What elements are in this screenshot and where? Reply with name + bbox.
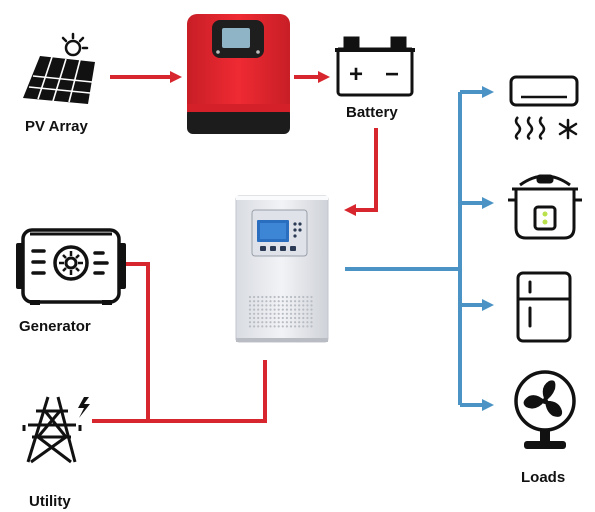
arrow-to-ac [482, 86, 494, 98]
air-conditioner-icon [509, 75, 579, 141]
solar-charge-controller [187, 14, 290, 134]
inverter-vent [248, 295, 313, 328]
arrow-to-fridge [482, 299, 494, 311]
dc-lines [92, 75, 378, 423]
hybrid-inverter [235, 195, 329, 343]
battery-to-inverter-line [355, 128, 378, 212]
arrow-to-controller [170, 71, 182, 83]
controller-screen [222, 28, 250, 48]
generator-icon [16, 228, 126, 305]
battery-positive-terminal: + [349, 61, 363, 88]
utility-label: Utility [29, 493, 71, 510]
arrow-to-cooker [482, 197, 494, 209]
arrow-to-battery [318, 71, 330, 83]
arrow-to-inverter [344, 204, 356, 216]
dc-arrowheads [170, 71, 356, 216]
pv-array-label: PV Array [25, 118, 88, 135]
battery-negative-terminal: − [385, 61, 399, 88]
battery-label: Battery [346, 104, 398, 121]
rice-cooker-icon [508, 174, 582, 240]
loads-label: Loads [521, 469, 566, 486]
refrigerator-icon [516, 271, 572, 343]
solar-panel-icon [23, 32, 95, 104]
ac-lines [345, 90, 484, 407]
battery-icon [335, 36, 415, 97]
transmission-tower-icon [22, 396, 90, 464]
generator-line [118, 262, 150, 421]
arrow-to-fan [482, 399, 494, 411]
utility-line [92, 360, 267, 423]
fan-icon [514, 370, 576, 449]
ac-arrowheads [482, 86, 494, 411]
generator-label: Generator [19, 318, 91, 335]
